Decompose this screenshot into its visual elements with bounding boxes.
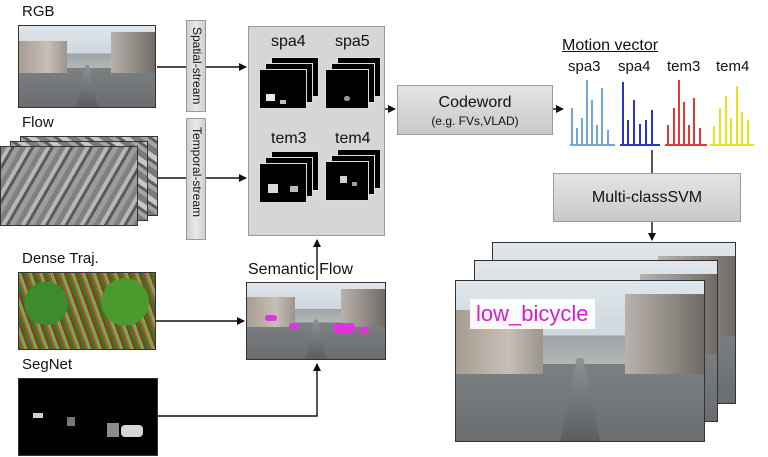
- tem3-map-1: [259, 163, 307, 203]
- segnet-image: [18, 378, 158, 456]
- tem4-label: tem4: [335, 130, 371, 147]
- spa5-label: spa5: [335, 33, 370, 50]
- prediction-label: low_bicycle: [470, 299, 595, 329]
- segnet-label: SegNet: [22, 356, 73, 373]
- temporal-stream-tag: Temporal-stream: [186, 118, 206, 240]
- semantic-flow-image: [246, 282, 386, 360]
- svm-label: Multi-classSVM: [591, 189, 703, 206]
- dense-traj-image: [18, 272, 156, 350]
- tem3-label: tem3: [271, 130, 307, 147]
- spa5-map-1: [325, 69, 369, 109]
- dense-traj-label: Dense Traj.: [22, 250, 99, 267]
- semantic-mark: [265, 315, 277, 321]
- rgb-label: RGB: [22, 3, 55, 20]
- temporal-stream-label: Temporal-stream: [190, 127, 204, 218]
- arrow-segnet-to-semantic: [158, 363, 321, 417]
- codeword-subtitle: (e.g. FVs,VLAD): [431, 114, 519, 128]
- mv-tem4-label: tem4: [716, 58, 750, 75]
- spa4-map-1: [259, 69, 307, 109]
- flow-label: Flow: [22, 114, 54, 131]
- output-frame-front: low_bicycle: [455, 280, 705, 442]
- mv-spa3-label: spa3: [568, 58, 601, 75]
- semantic-mark: [333, 323, 355, 333]
- rgb-frame-image: [18, 25, 156, 108]
- spa4-label: spa4: [271, 33, 306, 50]
- feature-map-panel: spa4 spa5 tem3 tem4: [248, 26, 385, 236]
- flow-frame-front: [0, 146, 138, 226]
- mv-spa4-label: spa4: [618, 58, 651, 75]
- semantic-flow-label: Semantic Flow: [248, 261, 353, 278]
- spatial-stream-tag: Spatial-stream: [186, 20, 206, 112]
- codeword-box: Codeword (e.g. FVs,VLAD): [397, 85, 553, 135]
- motion-vector-title: Motion vector: [562, 37, 659, 54]
- mv-tem3-label: tem3: [667, 58, 701, 75]
- semantic-mark: [289, 323, 299, 329]
- spatial-stream-label: Spatial-stream: [190, 27, 204, 105]
- codeword-title: Codeword: [438, 94, 512, 111]
- svm-box: Multi-classSVM: [553, 173, 741, 222]
- semantic-mark: [359, 327, 369, 333]
- tem4-map-1: [325, 161, 369, 201]
